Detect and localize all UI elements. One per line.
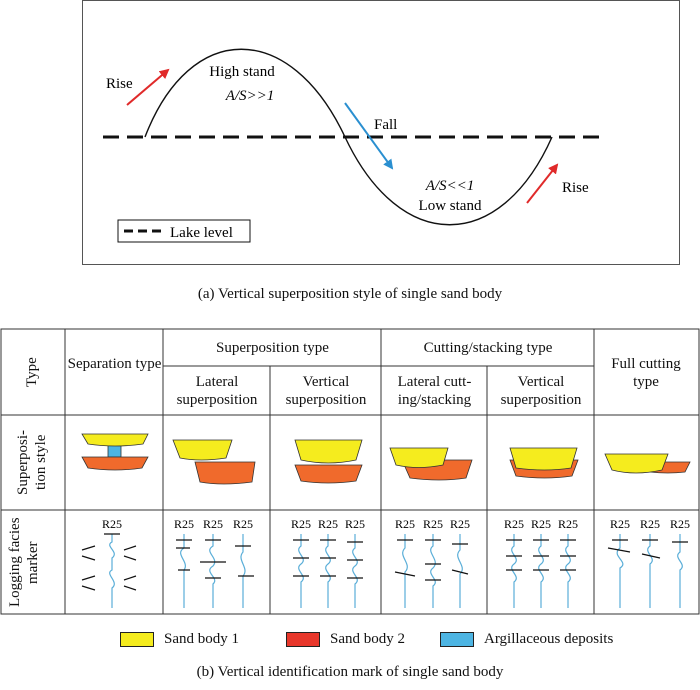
sand-body-2-swatch [286, 631, 320, 647]
legend-item-sand-body-2: Sand body 2 [286, 628, 405, 650]
panel-a-diagram: Lake level Rise High stand A/S>>1 Fall A… [103, 48, 600, 243]
sand-body-1-shape [389, 447, 449, 468]
argillaceous-swatch [440, 631, 474, 647]
panel-b-caption: (b) Vertical identification mark of sing… [196, 664, 504, 680]
legend-item-argillaceous: Argillaceous deposits [440, 628, 613, 650]
well-label: R25 [174, 517, 194, 531]
well-label: R25 [531, 517, 551, 531]
well-label: R25 [610, 517, 630, 531]
logging-facies-markers: R25 R25 R25 R25 R25 R25 R25 R25 R25 R25 … [81, 517, 690, 608]
log-marker [81, 533, 137, 608]
ratio-low-label: A/S<<1 [425, 178, 475, 194]
legend-label: Sand body 2 [330, 630, 405, 647]
row-header-type: Type [24, 357, 40, 388]
sand-body-2-shape [194, 461, 256, 485]
col-header-vertical-superposition-2: Vertical superposition [500, 374, 582, 408]
group-header-superposition: Superposition type [216, 340, 329, 356]
high-stand-label: High stand [209, 64, 275, 80]
legend-label: Sand body 1 [164, 630, 239, 647]
well-label: R25 [318, 517, 338, 531]
fall-label: Fall [374, 117, 397, 133]
well-label: R25 [450, 517, 470, 531]
well-label: R25 [640, 517, 660, 531]
panel-a-frame [82, 0, 680, 265]
log-marker [293, 534, 363, 608]
legend-item-sand-body-1: Sand body 1 [120, 628, 239, 650]
col-header-lateral-superposition: Lateral superposition [176, 374, 258, 408]
panel-a-caption: (a) Vertical superposition style of sing… [197, 286, 503, 302]
panel-b-table-grid [0, 328, 700, 615]
lake-level-legend-box [117, 219, 251, 243]
rise-label-right: Rise [562, 180, 589, 196]
well-label: R25 [345, 517, 365, 531]
lake-level-legend-label: Lake level [170, 225, 233, 241]
col-header-separation: Separation type [67, 356, 162, 372]
col-header-full-cutting: Full cutting type [611, 356, 681, 390]
col-header-vertical-superposition: Vertical superposition [285, 374, 367, 408]
log-marker [176, 534, 254, 608]
rise-label-left: Rise [106, 76, 133, 92]
sand-body-1-shape [509, 447, 578, 471]
lake-level-curve [144, 48, 553, 226]
well-label: R25 [291, 517, 311, 531]
well-label: R25 [395, 517, 415, 531]
sand-body-1-shape [294, 439, 363, 464]
superposition-style-shapes [81, 433, 691, 485]
rise-arrow-right [526, 163, 559, 204]
log-marker [607, 534, 688, 608]
well-label: R25 [670, 517, 690, 531]
well-label: R25 [233, 517, 253, 531]
rise-arrow-left [126, 68, 170, 106]
sand-body-1-shape [604, 453, 669, 474]
log-marker [506, 534, 576, 608]
well-label: R25 [203, 517, 223, 531]
sand-body-2-shape [294, 464, 363, 484]
group-header-cutting: Cutting/stacking type [423, 340, 553, 356]
sand-body-1-shape [81, 433, 149, 447]
well-label: R25 [423, 517, 443, 531]
fall-arrow [344, 102, 394, 170]
well-label: R25 [558, 517, 578, 531]
legend-label: Argillaceous deposits [484, 630, 614, 647]
col-header-lateral-cutting: Lateral cutt-ing/stacking [397, 374, 472, 408]
sand-body-1-shape [172, 439, 233, 461]
ratio-high-label: A/S>>1 [225, 88, 275, 104]
low-stand-label: Low stand [419, 198, 482, 214]
well-label: R25 [102, 517, 122, 531]
sand-body-1-swatch [120, 631, 154, 647]
sand-body-2-shape [81, 456, 149, 471]
well-label: R25 [504, 517, 524, 531]
log-marker [394, 534, 469, 608]
